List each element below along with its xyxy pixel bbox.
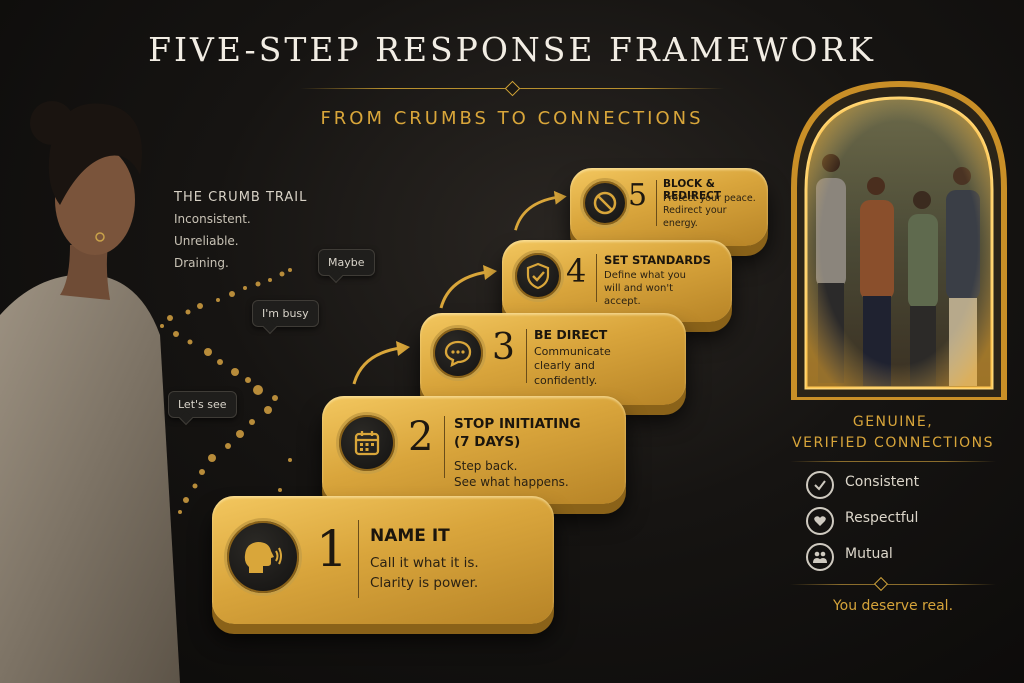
quality-mutual: Mutual — [845, 546, 893, 562]
closing-divider — [790, 584, 996, 585]
speech-bubble-icon — [430, 325, 486, 381]
closing-message: You deserve real. — [832, 598, 954, 614]
page-subtitle: FROM CRUMBS TO CONNECTIONS — [320, 108, 704, 129]
glowing-doorway-illustration — [791, 80, 1007, 400]
crumb-trail-line: Inconsistent. — [174, 212, 251, 226]
step-number: 5 — [628, 178, 648, 213]
crumb-trail-line: Draining. — [174, 256, 229, 270]
step-number: 4 — [566, 252, 587, 290]
diamond-ornament-icon — [873, 576, 889, 592]
step-title: BE DIRECT — [534, 327, 608, 342]
arrow-up-icon — [514, 190, 567, 231]
block-icon — [580, 178, 630, 228]
woman-figure-illustration — [0, 101, 180, 683]
step-description: Call it what it is.Clarity is power. — [370, 555, 479, 591]
step-1-card: 1 NAME IT Call it what it is.Clarity is … — [212, 496, 554, 624]
crumb-trail-line: Unreliable. — [174, 234, 239, 248]
step-number: 2 — [408, 414, 434, 460]
step-number: 1 — [316, 520, 348, 578]
quality-consistent: Consistent — [845, 474, 920, 490]
calendar-icon — [336, 412, 398, 474]
step-2-card: 2 STOP INITIATING(7 DAYS) Step back.See … — [322, 396, 626, 504]
step-title: SET STANDARDS — [604, 253, 711, 267]
heart-icon — [806, 507, 834, 535]
step-5-card: 5 BLOCK & REDIRECT Protect your peace.Re… — [570, 168, 768, 246]
speech-bubble-lets-see: Let's see — [168, 391, 237, 418]
crumb-trail-path — [160, 268, 292, 514]
speaking-head-icon — [224, 518, 302, 596]
step-number: 3 — [492, 327, 515, 368]
connections-divider — [790, 461, 996, 462]
step-title: NAME IT — [370, 526, 450, 546]
connections-title: GENUINE, VERIFIED CONNECTIONS — [792, 414, 994, 451]
speech-bubble-busy: I'm busy — [252, 300, 319, 327]
shield-check-icon — [512, 250, 564, 302]
page-title: FIVE-STEP RESPONSE FRAMEWORK — [148, 30, 876, 69]
crumb-trail-heading: THE CRUMB TRAIL — [174, 190, 308, 205]
arrow-up-icon — [439, 265, 497, 309]
step-title: BLOCK & REDIRECT — [663, 178, 722, 202]
diamond-ornament-icon — [504, 80, 521, 97]
speech-bubble-maybe: Maybe — [318, 249, 375, 276]
step-title: STOP INITIATING(7 DAYS) — [454, 416, 581, 450]
step-description: Step back.See what happens. — [454, 459, 569, 489]
arrow-up-icon — [352, 341, 410, 385]
quality-respectful: Respectful — [845, 510, 919, 526]
check-icon — [806, 471, 834, 499]
people-icon — [806, 543, 834, 571]
